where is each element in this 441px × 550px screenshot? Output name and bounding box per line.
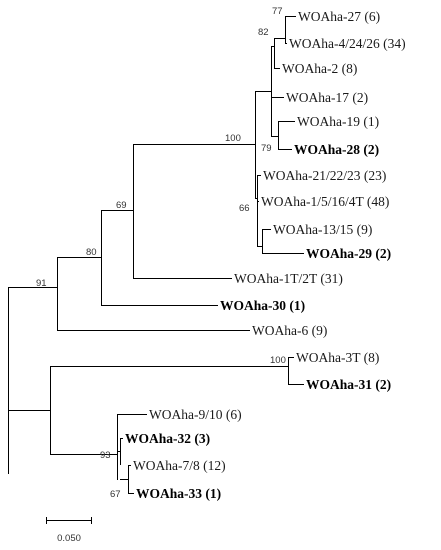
bootstrap-91: 91 [36,278,47,289]
bootstrap-66: 66 [239,203,250,214]
leaf-woaha-27: WOAha-27 (6) [298,9,380,24]
leaf-labels: WOAha-27 (6) WOAha-4/24/26 (34) WOAha-2 … [125,9,406,501]
bootstrap-67: 67 [110,489,121,500]
tree-horizontal-branches [8,16,304,494]
bootstrap-82: 82 [258,27,269,38]
leaf-woaha-31: WOAha-31 (2) [306,377,391,392]
leaf-woaha-7-8: WOAha-7/8 (12) [133,458,226,473]
leaf-woaha-13-15: WOAha-13/15 (9) [273,222,372,237]
leaf-woaha-21-22-23: WOAha-21/22/23 (23) [263,168,386,183]
leaf-woaha-9-10: WOAha-9/10 (6) [149,407,242,422]
leaf-woaha-19: WOAha-19 (1) [297,114,379,129]
tree-vertical-branches [8,16,289,493]
leaf-woaha-6: WOAha-6 (9) [252,323,327,338]
bootstrap-69: 69 [116,200,127,211]
leaf-woaha-1t-2t: WOAha-1T/2T (31) [234,271,343,286]
leaf-woaha-17: WOAha-17 (2) [286,90,368,105]
bootstrap-93: 93 [100,450,111,461]
leaf-woaha-2: WOAha-2 (8) [282,61,357,76]
scale-bar-label: 0.050 [57,533,81,544]
leaf-woaha-30: WOAha-30 (1) [220,298,305,313]
bootstrap-100-upper: 100 [225,133,241,144]
leaf-woaha-4-24-26: WOAha-4/24/26 (34) [289,36,406,51]
leaf-woaha-3t: WOAha-3T (8) [296,350,379,365]
leaf-woaha-28: WOAha-28 (2) [294,142,379,157]
bootstrap-100-lower: 100 [270,355,286,366]
scale-bar: 0.050 [46,517,92,544]
bootstrap-values: 77 82 100 79 66 69 80 91 100 93 67 [36,6,286,500]
leaf-woaha-33: WOAha-33 (1) [136,486,221,501]
leaf-woaha-29: WOAha-29 (2) [306,246,391,261]
bootstrap-79: 79 [261,143,272,154]
bootstrap-77: 77 [272,6,283,17]
leaf-woaha-32: WOAha-32 (3) [125,431,210,446]
bootstrap-80: 80 [86,247,97,258]
leaf-woaha-1-5-16-4t: WOAha-1/5/16/4T (48) [261,194,389,209]
